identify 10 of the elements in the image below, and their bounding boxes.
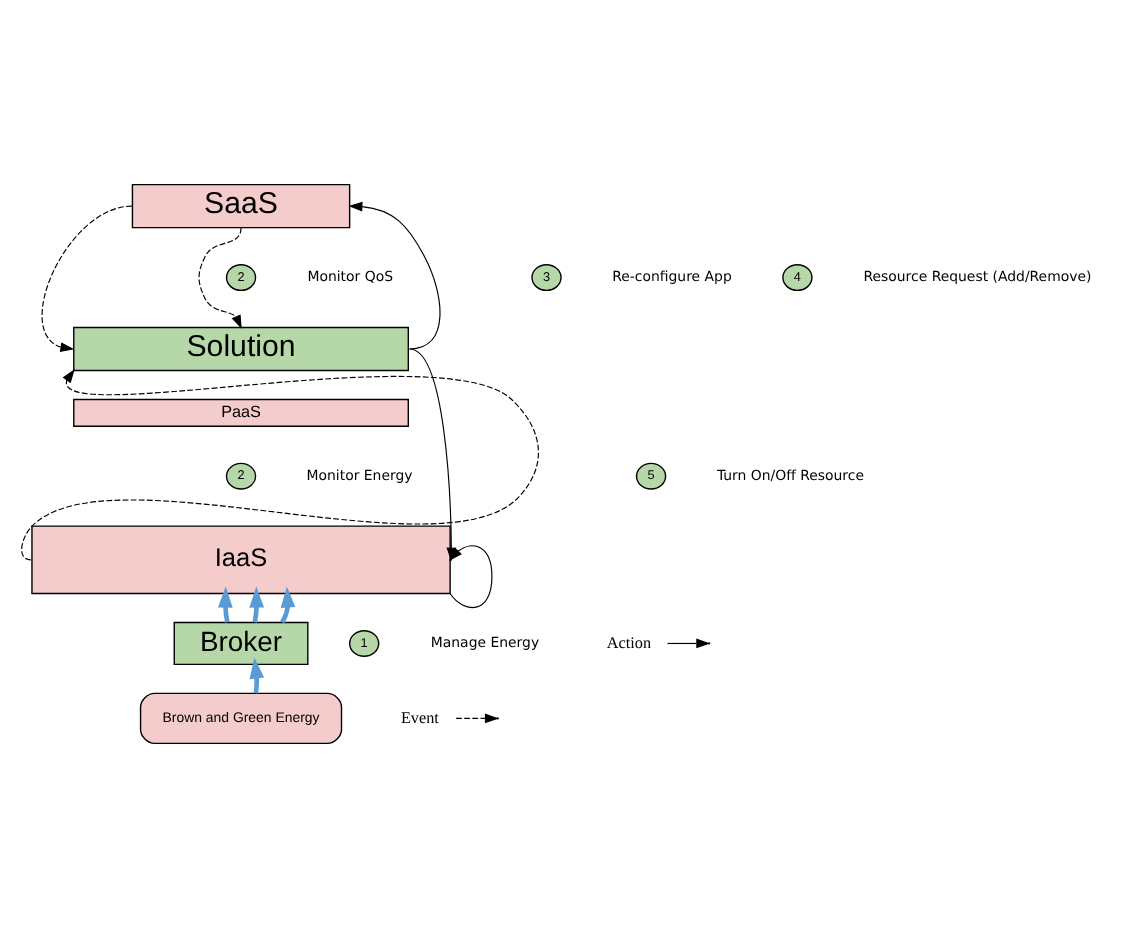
arrow [198,226,242,329]
node-box: Solution [73,325,409,371]
arrow [249,656,265,693]
arrow [41,204,133,352]
node-box: IaaS [31,524,451,594]
legend-label: Event [400,707,439,726]
arrow [348,200,441,349]
legend-label: Action [606,632,652,651]
node-box: Broker [173,620,309,665]
node-box: SaaS [131,182,351,228]
